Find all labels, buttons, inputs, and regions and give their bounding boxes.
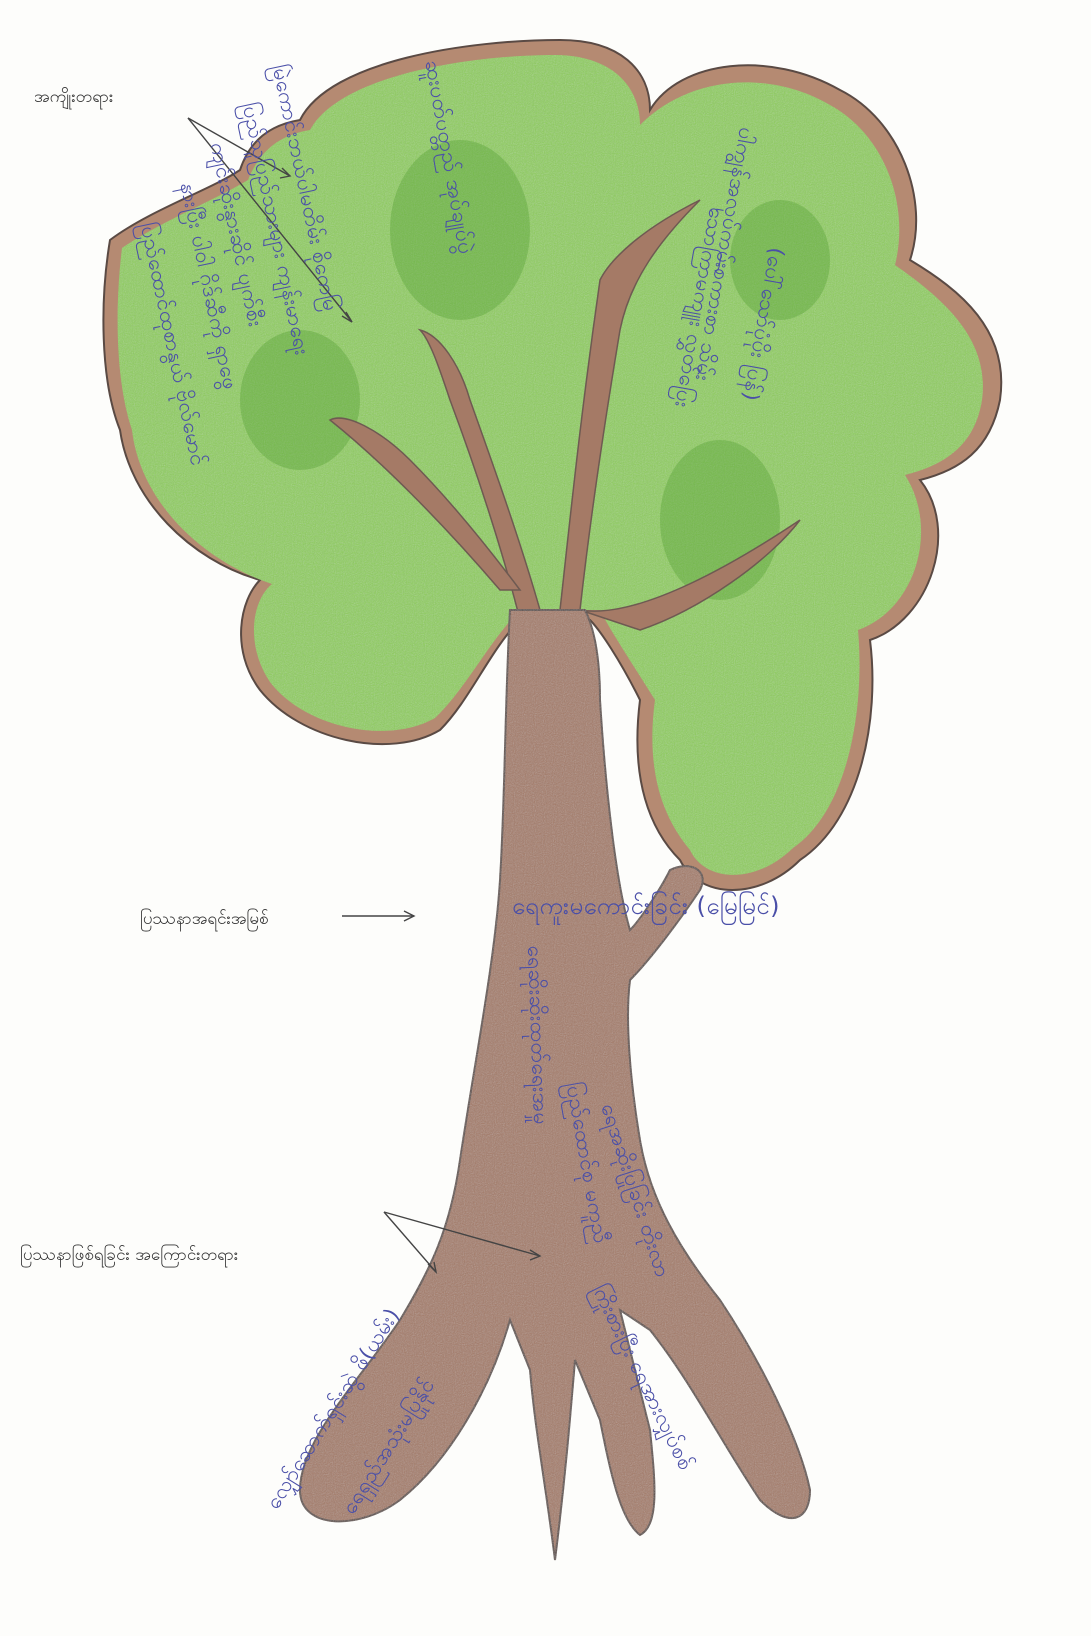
label-causes: ပြဿနာဖြစ်ရခြင်း အကြောင်းတရား	[20, 1244, 238, 1269]
handwriting-core-problem: ရေကူးမကောင်းခြင်း (မြေမြင်)	[512, 890, 780, 926]
handwriting-cause-3: ရေဆိုးဆိုးထုတ်ရေးအမှု	[517, 945, 554, 1126]
label-core-problem: ပြဿနာအရင်းအမြစ်	[140, 908, 269, 933]
label-fruits: အကျိုးတရား	[34, 86, 113, 111]
